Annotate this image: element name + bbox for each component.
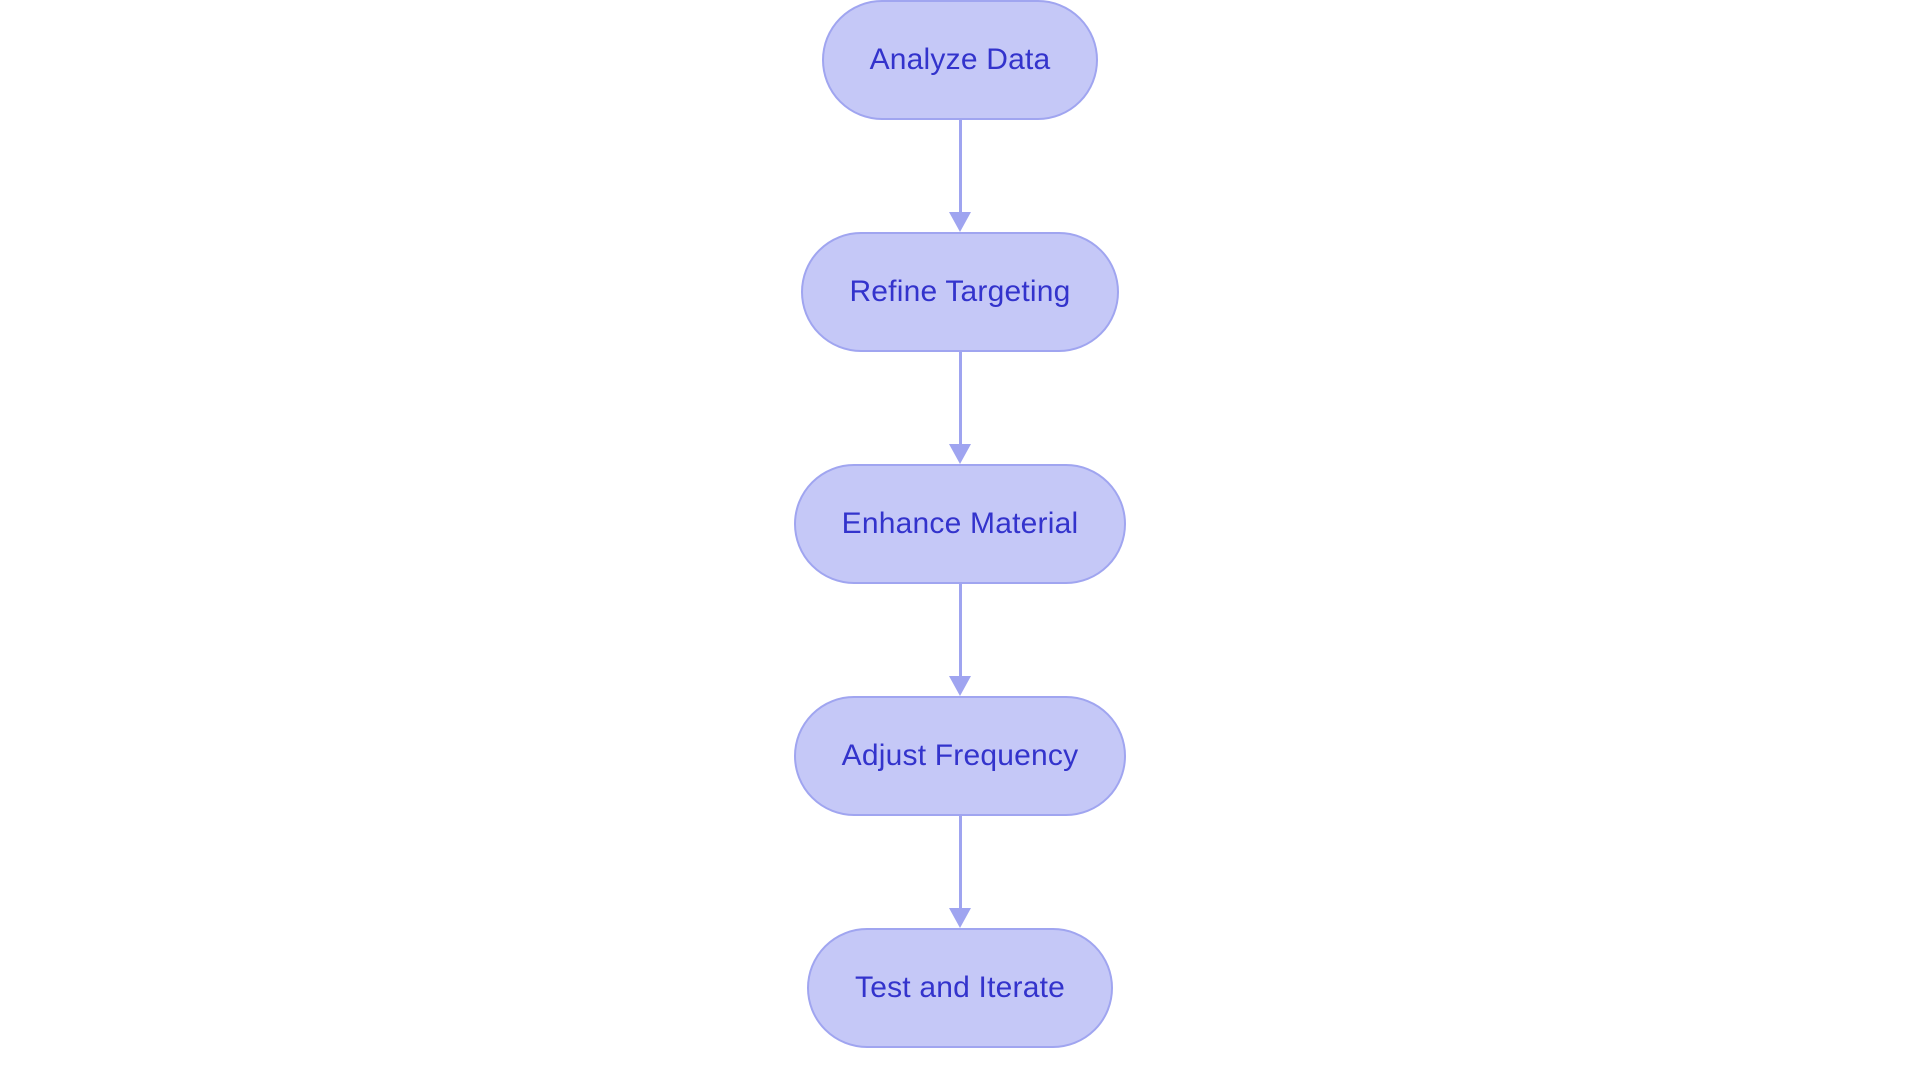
flow-node-label: Enhance Material [841, 507, 1079, 540]
flow-node-refine-targeting[interactable]: Refine Targeting [801, 232, 1119, 352]
flow-connector-adjust-frequency-to-test-and-iterate [948, 816, 972, 928]
flow-node-enhance-material[interactable]: Enhance Material [793, 464, 1127, 584]
flow-node-label: Analyze Data [869, 43, 1051, 76]
flow-node-adjust-frequency[interactable]: Adjust Frequency [793, 696, 1127, 816]
arrow-down-icon [949, 444, 971, 464]
connector-line [958, 816, 962, 908]
arrow-down-icon [949, 676, 971, 696]
flow-node-label: Adjust Frequency [841, 739, 1079, 772]
flow-node-label: Refine Targeting [849, 275, 1071, 308]
flow-node-analyze-data[interactable]: Analyze Data [821, 0, 1099, 120]
flow-connector-refine-targeting-to-enhance-material [948, 352, 972, 464]
arrow-down-icon [949, 908, 971, 928]
arrow-down-icon [949, 212, 971, 232]
connector-line [958, 584, 962, 676]
flow-connector-enhance-material-to-adjust-frequency [948, 584, 972, 696]
connector-line [958, 352, 962, 444]
flow-node-label: Test and Iterate [855, 971, 1065, 1004]
flow-connector-analyze-data-to-refine-targeting [948, 120, 972, 232]
flow-node-test-and-iterate[interactable]: Test and Iterate [807, 928, 1113, 1048]
connector-line [958, 120, 962, 212]
